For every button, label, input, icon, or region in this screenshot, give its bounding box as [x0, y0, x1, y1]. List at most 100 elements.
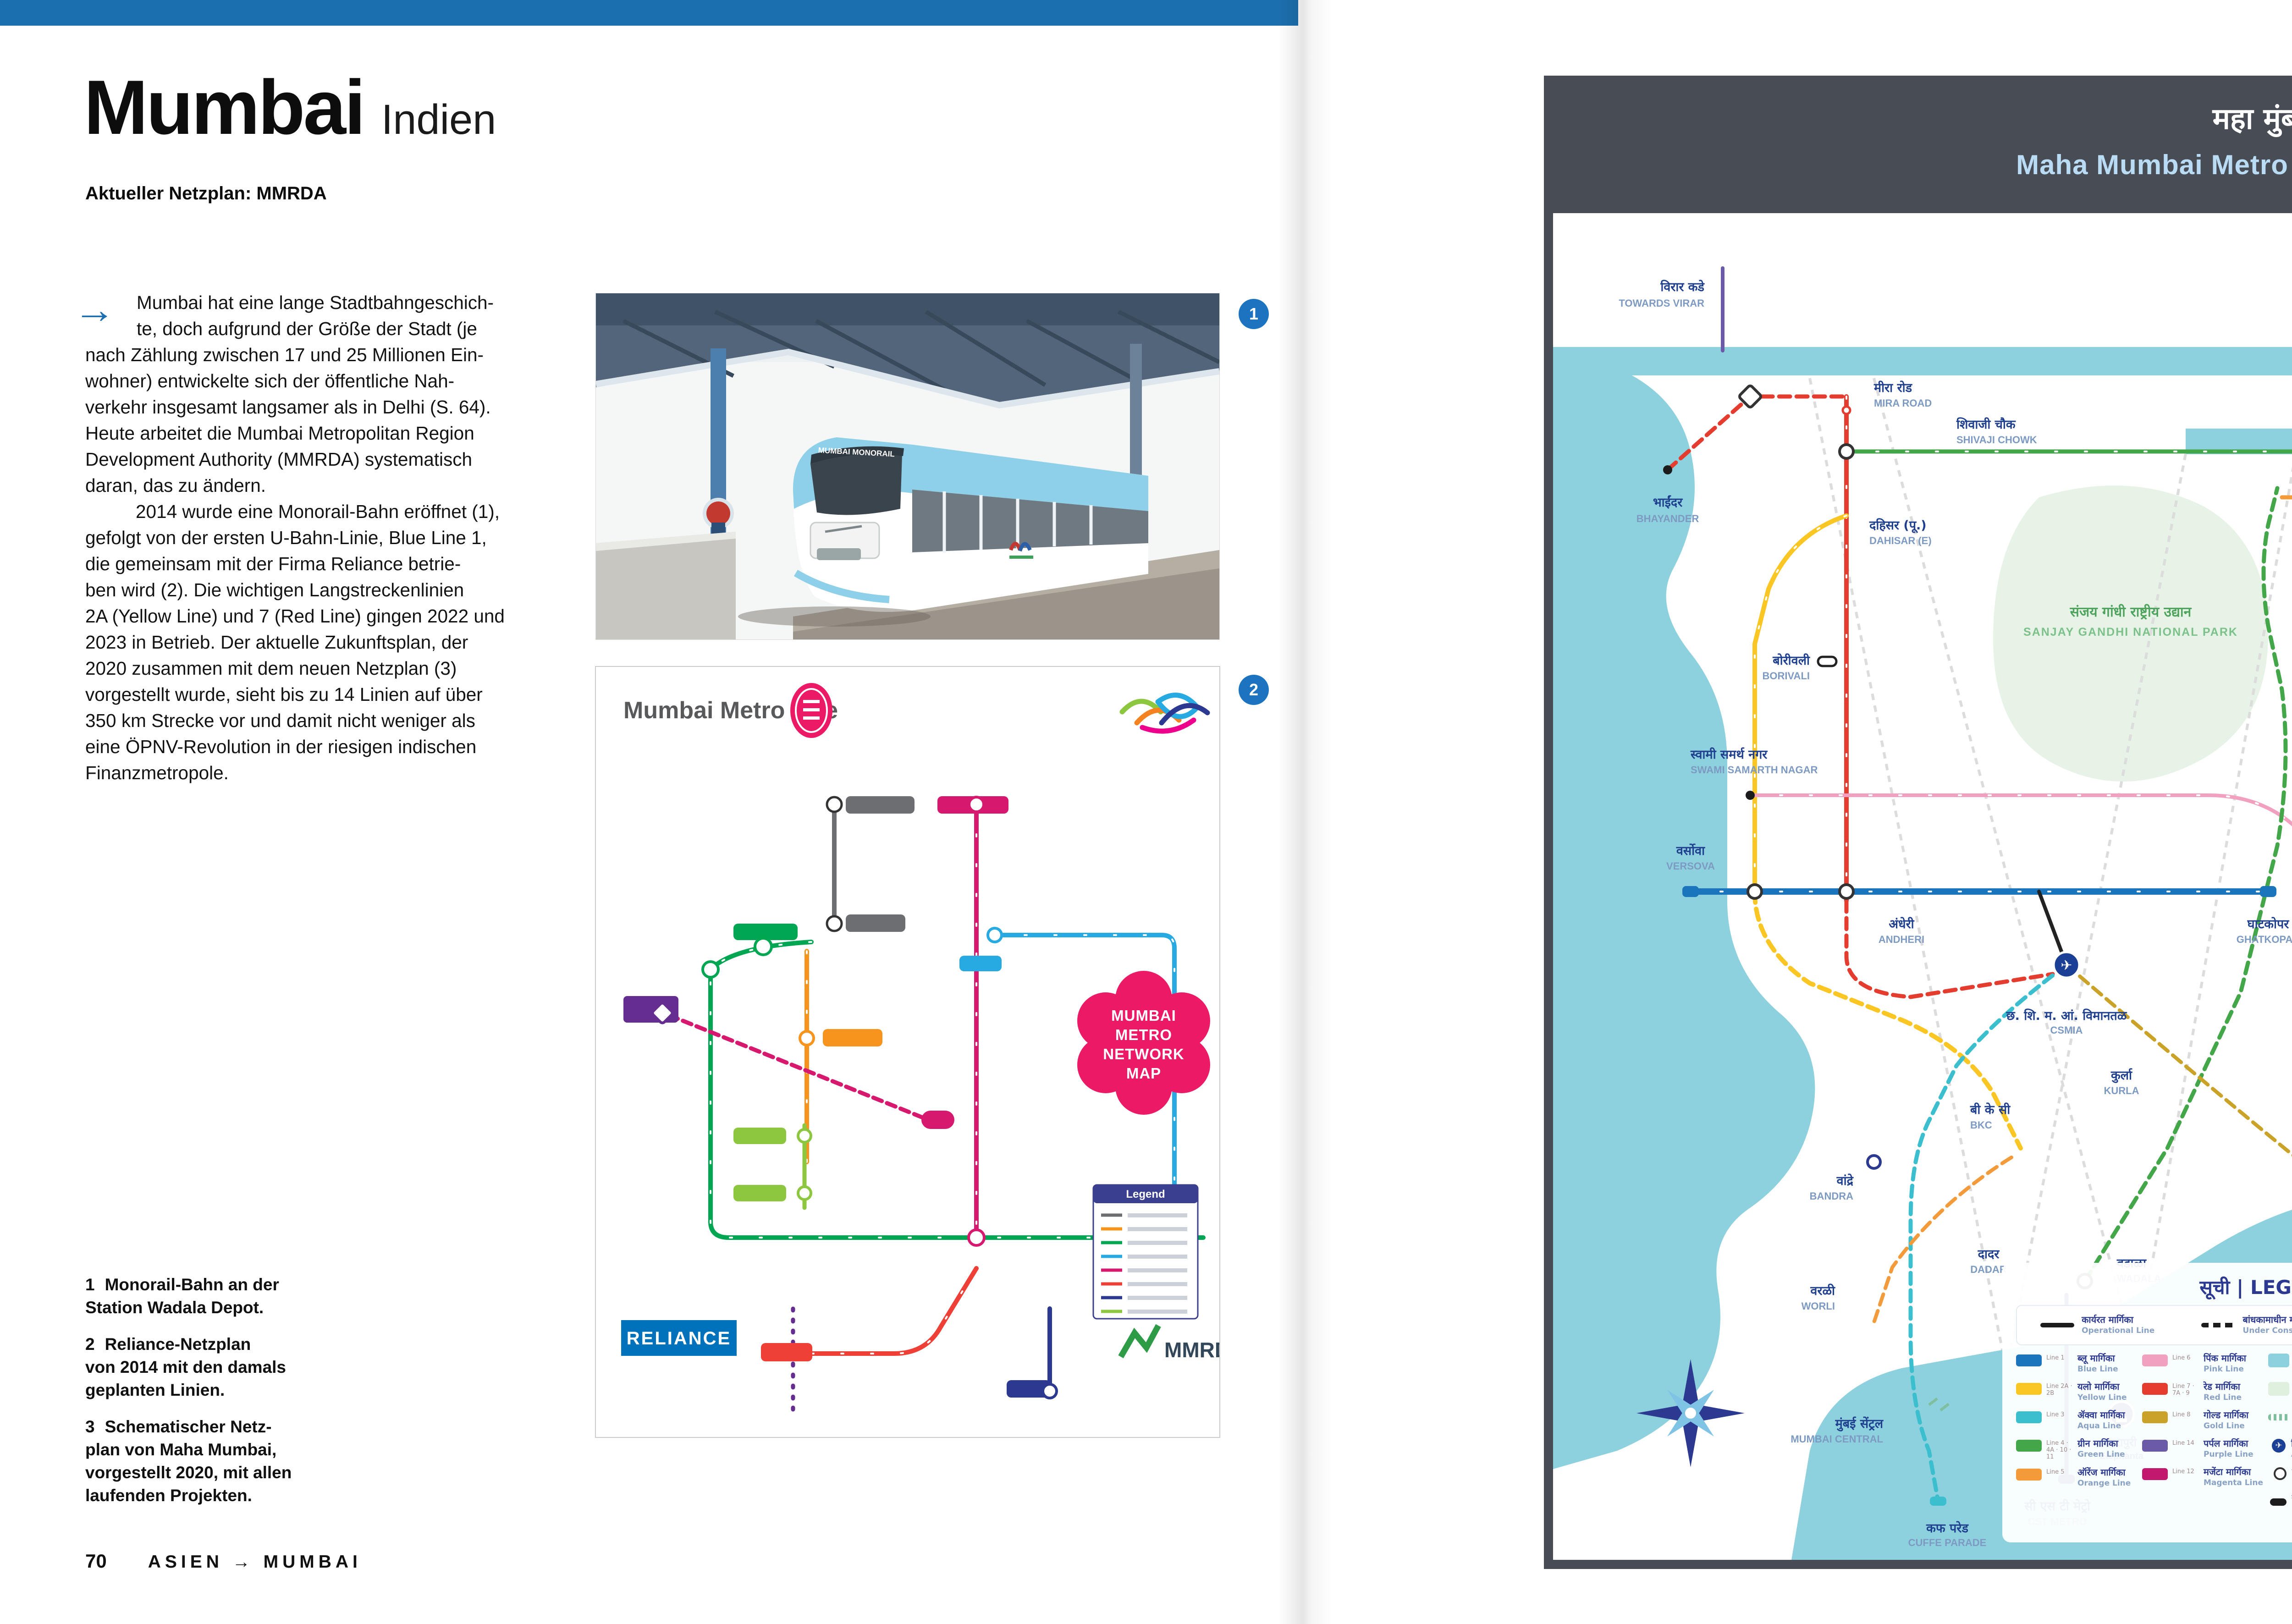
svg-text:बोरीवलीBORIVALI: बोरीवलीBORIVALI [1763, 653, 1810, 682]
station-roof [595, 293, 1221, 545]
footer-section: ASIEN → MUMBAI [148, 1552, 362, 1572]
caption-number: 1 [85, 1275, 95, 1294]
maha-mumbai-metro-map: महा मुंबई मेट्रो नेटवर्क आकृती Maha Mumb… [1544, 76, 2292, 1569]
paragraph-arrow-icon: → [73, 289, 116, 331]
svg-text:बी के सीBKC: बी के सीBKC [1970, 1102, 2011, 1131]
body-line: gefolgt von der ersten U-Bahn-Linie, Blu… [85, 527, 487, 548]
body-line: 2A (Yellow Line) und 7 (Red Line) gingen… [85, 606, 505, 627]
map3-canvas: ✈ ✈ विरार कडेTOWARDS VIRAR भाईंदरBHAYAND… [1553, 213, 2292, 1560]
metro-interchange-icon [2274, 1467, 2286, 1480]
body-line: verkehr insgesamt langsamer als in Delhi… [85, 396, 491, 418]
airport-icon: ✈ [2272, 1439, 2286, 1453]
body-line: Heute arbeitet die Mumbai Metropolitan R… [85, 423, 474, 444]
body-line: Finanzmetropole. [85, 762, 229, 783]
line2b-yellow-dashed [1752, 889, 2023, 1151]
svg-text:वांद्रेBANDRA: वांद्रेBANDRA [1810, 1173, 1854, 1202]
svg-text:MMRDA: MMRDA [1164, 1338, 1219, 1362]
svg-text:दहिसर (पू.)DAHISAR (E): दहिसर (पू.)DAHISAR (E) [1869, 518, 1932, 546]
svg-text:METRO: METRO [1115, 1026, 1172, 1043]
monorail-train: MUMBAI MONORAIL [738, 437, 1148, 627]
svg-text:NETWORK: NETWORK [1103, 1046, 1184, 1062]
page-footer: 70 ASIEN → MUMBAI [85, 1550, 362, 1572]
operator-ribbon-logo [1119, 693, 1210, 734]
legend-status-row: कार्यरत मार्गिकाOperational Line बांधकाम… [2016, 1305, 2292, 1345]
body-line: te, doch aufgrund der Größe der Stadt (j… [137, 318, 477, 339]
line8-gold-dashed [2065, 963, 2292, 1157]
body-line: nach Zählung zwischen 17 und 25 Millione… [85, 344, 484, 365]
body-line: Mumbai hat eine lange Stadtbahngeschich- [137, 292, 494, 313]
reliance-logo: RELIANCE [621, 1320, 737, 1356]
body-line: 2020 zusammen mit dem neuen Netzplan (3) [85, 658, 457, 679]
body-line: 2023 in Betrieb. Der aktuelle Zukunftspl… [85, 632, 468, 653]
body-line: die gemeinsam mit der Firma Reliance bet… [85, 553, 461, 574]
page-gutter [1278, 0, 1333, 1624]
svg-text:वर्सोवाVERSOVA: वर्सोवाVERSOVA [1666, 843, 1715, 872]
body-line: 2014 wurde eine Monorail-Bahn eröffnet (… [136, 501, 500, 522]
national-park-area [1993, 485, 2268, 782]
svg-text:MAP: MAP [1126, 1065, 1161, 1082]
mmrda-logo: MMRDA [1118, 1324, 1245, 1362]
line4-green-dashed [2083, 486, 2288, 1283]
page-country: Indien [381, 96, 496, 143]
compass-rose [1636, 1359, 1745, 1467]
caption-number: 2 [85, 1335, 95, 1354]
monorail-photo-art: MUMBAI MONORAIL [595, 293, 1221, 639]
svg-text:अंधेरीANDHERI: अंधेरीANDHERI [1879, 917, 1924, 945]
map3-title-english: Maha Mumbai Metro Network Diagram [2016, 149, 2292, 180]
line7a-red-dashed [1844, 898, 2055, 999]
page-title: Mumbai [84, 64, 366, 150]
figure-marker-2: 2 [1239, 675, 1269, 705]
mumbai-metro-network-map-badge: MUMBAI METRO NETWORK MAP [1077, 971, 1210, 1115]
body-line: vorgestellt wurde, sieht bis zu 14 Linie… [85, 684, 483, 705]
page-number: 70 [85, 1550, 107, 1572]
caption-number: 3 [85, 1417, 95, 1436]
svg-text:✈: ✈ [2061, 958, 2072, 973]
page-header-bar [0, 0, 1298, 26]
reliance-map-art: Mumbai Metro One [621, 683, 1245, 1412]
svg-text:घाटकोपरGHATKOPAR: घाटकोपरGHATKOPAR [2237, 917, 2292, 945]
body-line: wohner) entwickelte sich der öffentliche… [85, 370, 455, 391]
body-line: eine ÖPNV-Revolution in der riesigen ind… [85, 736, 477, 757]
legend-features-col1: खाडी / नदी / तलावWater Bodies हरित क्षेत… [2268, 1353, 2292, 1517]
figure-marker-1: 1 [1239, 299, 1269, 329]
map3-legend: सूची | LEGEND आगामी मेट्रो भवनMetro Bhav… [2002, 1263, 2292, 1542]
page-subtitle: Aktueller Netzplan: MMRDA [85, 183, 327, 204]
svg-text:कुर्लाKURLA: कुर्लाKURLA [2104, 1068, 2139, 1096]
line6-pink [1748, 793, 2292, 826]
platform [596, 532, 736, 639]
body-line: daran, das zu ändern. [85, 475, 266, 496]
green-area-icon [2268, 1382, 2289, 1396]
mangroves-icon [2268, 1414, 2289, 1420]
map3-title-hindi: महा मुंबई मेट्रो नेटवर्क आकृती [2212, 102, 2292, 136]
svg-text:RELIANCE: RELIANCE [627, 1328, 731, 1349]
svg-text:विरार कडेTOWARDS VIRAR: विरार कडेTOWARDS VIRAR [1619, 280, 1705, 309]
map2-lightblue-line [992, 933, 1177, 1279]
line3-aqua-dashed [1908, 963, 2069, 1503]
train-logo [1009, 542, 1033, 559]
orange-south-branch [1872, 1156, 2013, 1324]
svg-text:MUMBAI: MUMBAI [1111, 1007, 1176, 1024]
map2-red-line [809, 1266, 979, 1356]
reliance-network-map: Mumbai Metro One [595, 666, 1245, 1438]
metro-one-logo [790, 683, 832, 738]
map2-magenta-branch [667, 1013, 933, 1123]
body-line: Development Authority (MMRDA) systematis… [85, 449, 472, 470]
map2-legend: Legend [1092, 1184, 1199, 1320]
body-line: ben wird (2). Die wichtigen Langstrecken… [85, 579, 464, 600]
csia-airport-icon: ✈ [2052, 951, 2081, 979]
body-line: 350 km Strecke vor und damit nicht wenig… [85, 710, 475, 731]
